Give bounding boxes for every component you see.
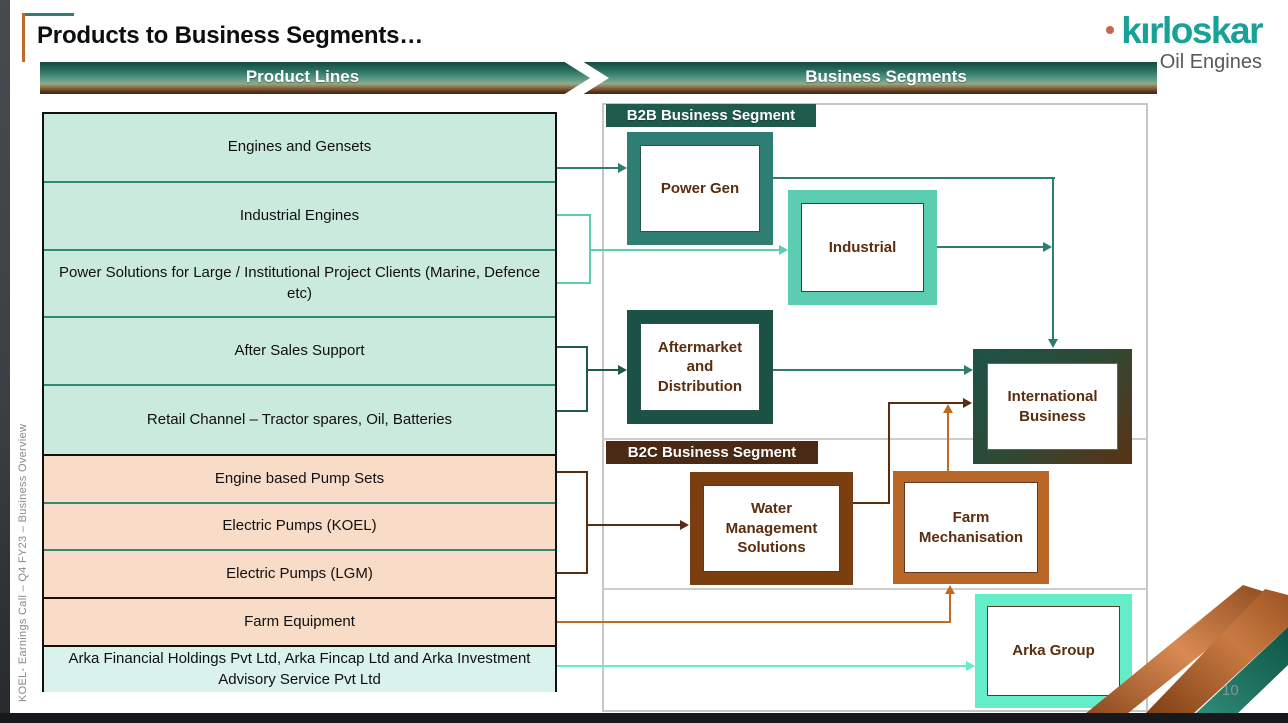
connector-aftermarket-line	[586, 369, 619, 371]
power-gen-label: Power Gen	[660, 179, 740, 197]
connector-water-arrow	[680, 520, 689, 530]
water-management-box: Water Management Solutions	[690, 472, 853, 585]
industrial-label: Industrial	[828, 238, 897, 256]
product-line-row: Engines and Gensets	[44, 114, 555, 181]
connector-farmequipment-farm	[949, 594, 951, 622]
water-management-label: Water Management Solutions	[725, 500, 818, 557]
aftermarket-label: Aftermarket and Distribution	[657, 338, 743, 395]
bottom-edge-bar	[0, 713, 1288, 723]
connector-industrial-out	[937, 246, 1044, 248]
product-line-row: Electric Pumps (KOEL)	[44, 502, 555, 549]
connector-water-international	[853, 502, 890, 504]
b2c-segment-label: B2C Business Segment	[606, 441, 818, 464]
product-line-row: Power Solutions for Large / Institutiona…	[44, 249, 555, 316]
arka-group-box: Arka Group	[975, 594, 1132, 708]
connector-water-line	[586, 524, 681, 526]
product-line-row: Retail Channel – Tractor spares, Oil, Ba…	[44, 384, 555, 454]
panel-divider	[602, 438, 1148, 440]
product-line-row: Arka Financial Holdings Pvt Ltd, Arka Fi…	[44, 645, 555, 692]
logo-i-dot-icon	[1106, 26, 1114, 34]
connector-engines-powergen-arrow	[618, 163, 627, 173]
farm-mechanisation-box: Farm Mechanisation	[893, 471, 1049, 584]
international-business-label: International Business	[1007, 388, 1098, 425]
ribbon-decoration	[1085, 585, 1288, 714]
connector-aftermarket-international-arrow	[964, 365, 973, 375]
connector-industrial-bracket	[557, 282, 591, 284]
connector-aftermarket-bracket	[557, 346, 588, 348]
connector-industrial-bracket	[557, 214, 591, 216]
left-edge-strip	[0, 0, 10, 723]
connector-aftermarket-arrow	[618, 365, 627, 375]
connector-water-bracket	[586, 471, 588, 574]
product-line-row: Industrial Engines	[44, 181, 555, 249]
connector-water-bracket	[557, 471, 588, 473]
connector-water-international-arrow	[963, 398, 972, 408]
aftermarket-box: Aftermarket and Distribution	[627, 310, 773, 424]
logo-wordmark: kırloskar	[1121, 10, 1263, 51]
product-line-row: Electric Pumps (LGM)	[44, 549, 555, 597]
farm-mechanisation-label: Farm Mechanisation	[918, 509, 1024, 546]
kirloskar-logo: kırloskar Oil Engines	[1062, 10, 1264, 74]
page-number: 10	[1222, 682, 1239, 699]
product-line-row: Engine based Pump Sets	[44, 454, 555, 502]
connector-powergen-international	[1052, 177, 1054, 339]
international-business-box: International Business	[973, 349, 1132, 464]
connector-industrial-arrow	[779, 245, 788, 255]
connector-arka	[557, 665, 967, 667]
page-title: Products to Business Segments…	[37, 22, 424, 49]
title-bracket-top	[22, 13, 74, 16]
arka-group-label: Arka Group	[1012, 642, 1095, 660]
connector-farmequipment-farm	[557, 621, 951, 623]
connector-farm-up-arrow	[943, 404, 953, 413]
product-line-row: After Sales Support	[44, 316, 555, 384]
power-gen-box: Power Gen	[627, 132, 773, 245]
connector-water-bracket	[557, 572, 588, 574]
connector-industrial-out-arrow	[1043, 242, 1052, 252]
connector-farmequipment-farm-arrow	[945, 585, 955, 594]
connector-arka-arrow	[966, 661, 975, 671]
connector-engines-powergen	[557, 167, 619, 169]
connector-powergen-international-arrow	[1048, 339, 1058, 348]
business-segments-panel	[602, 103, 1148, 712]
sidebar-note: KOEL- Earnings Call – Q4 FY23 – Business…	[17, 423, 29, 702]
connector-industrial-line	[589, 249, 779, 251]
header-business-segments: Business Segments	[805, 67, 967, 86]
connector-aftermarket-bracket	[586, 346, 588, 412]
connector-water-international	[888, 402, 964, 404]
connector-farm-up	[947, 413, 949, 471]
connector-water-international	[888, 402, 890, 504]
product-line-row: Farm Equipment	[44, 597, 555, 645]
product-lines-table: Engines and Gensets Industrial Engines P…	[42, 112, 557, 692]
header-product-lines: Product Lines	[245, 67, 360, 86]
connector-aftermarket-bracket	[557, 410, 588, 412]
connector-aftermarket-international	[773, 369, 964, 371]
b2b-segment-label: B2B Business Segment	[606, 104, 816, 127]
chevron-right-icon	[563, 61, 609, 95]
logo-subtitle: Oil Engines	[1159, 51, 1262, 73]
panel-divider	[602, 588, 1148, 590]
title-bracket-left	[22, 13, 25, 62]
connector-powergen-international	[773, 177, 1055, 179]
industrial-box: Industrial	[788, 190, 937, 305]
